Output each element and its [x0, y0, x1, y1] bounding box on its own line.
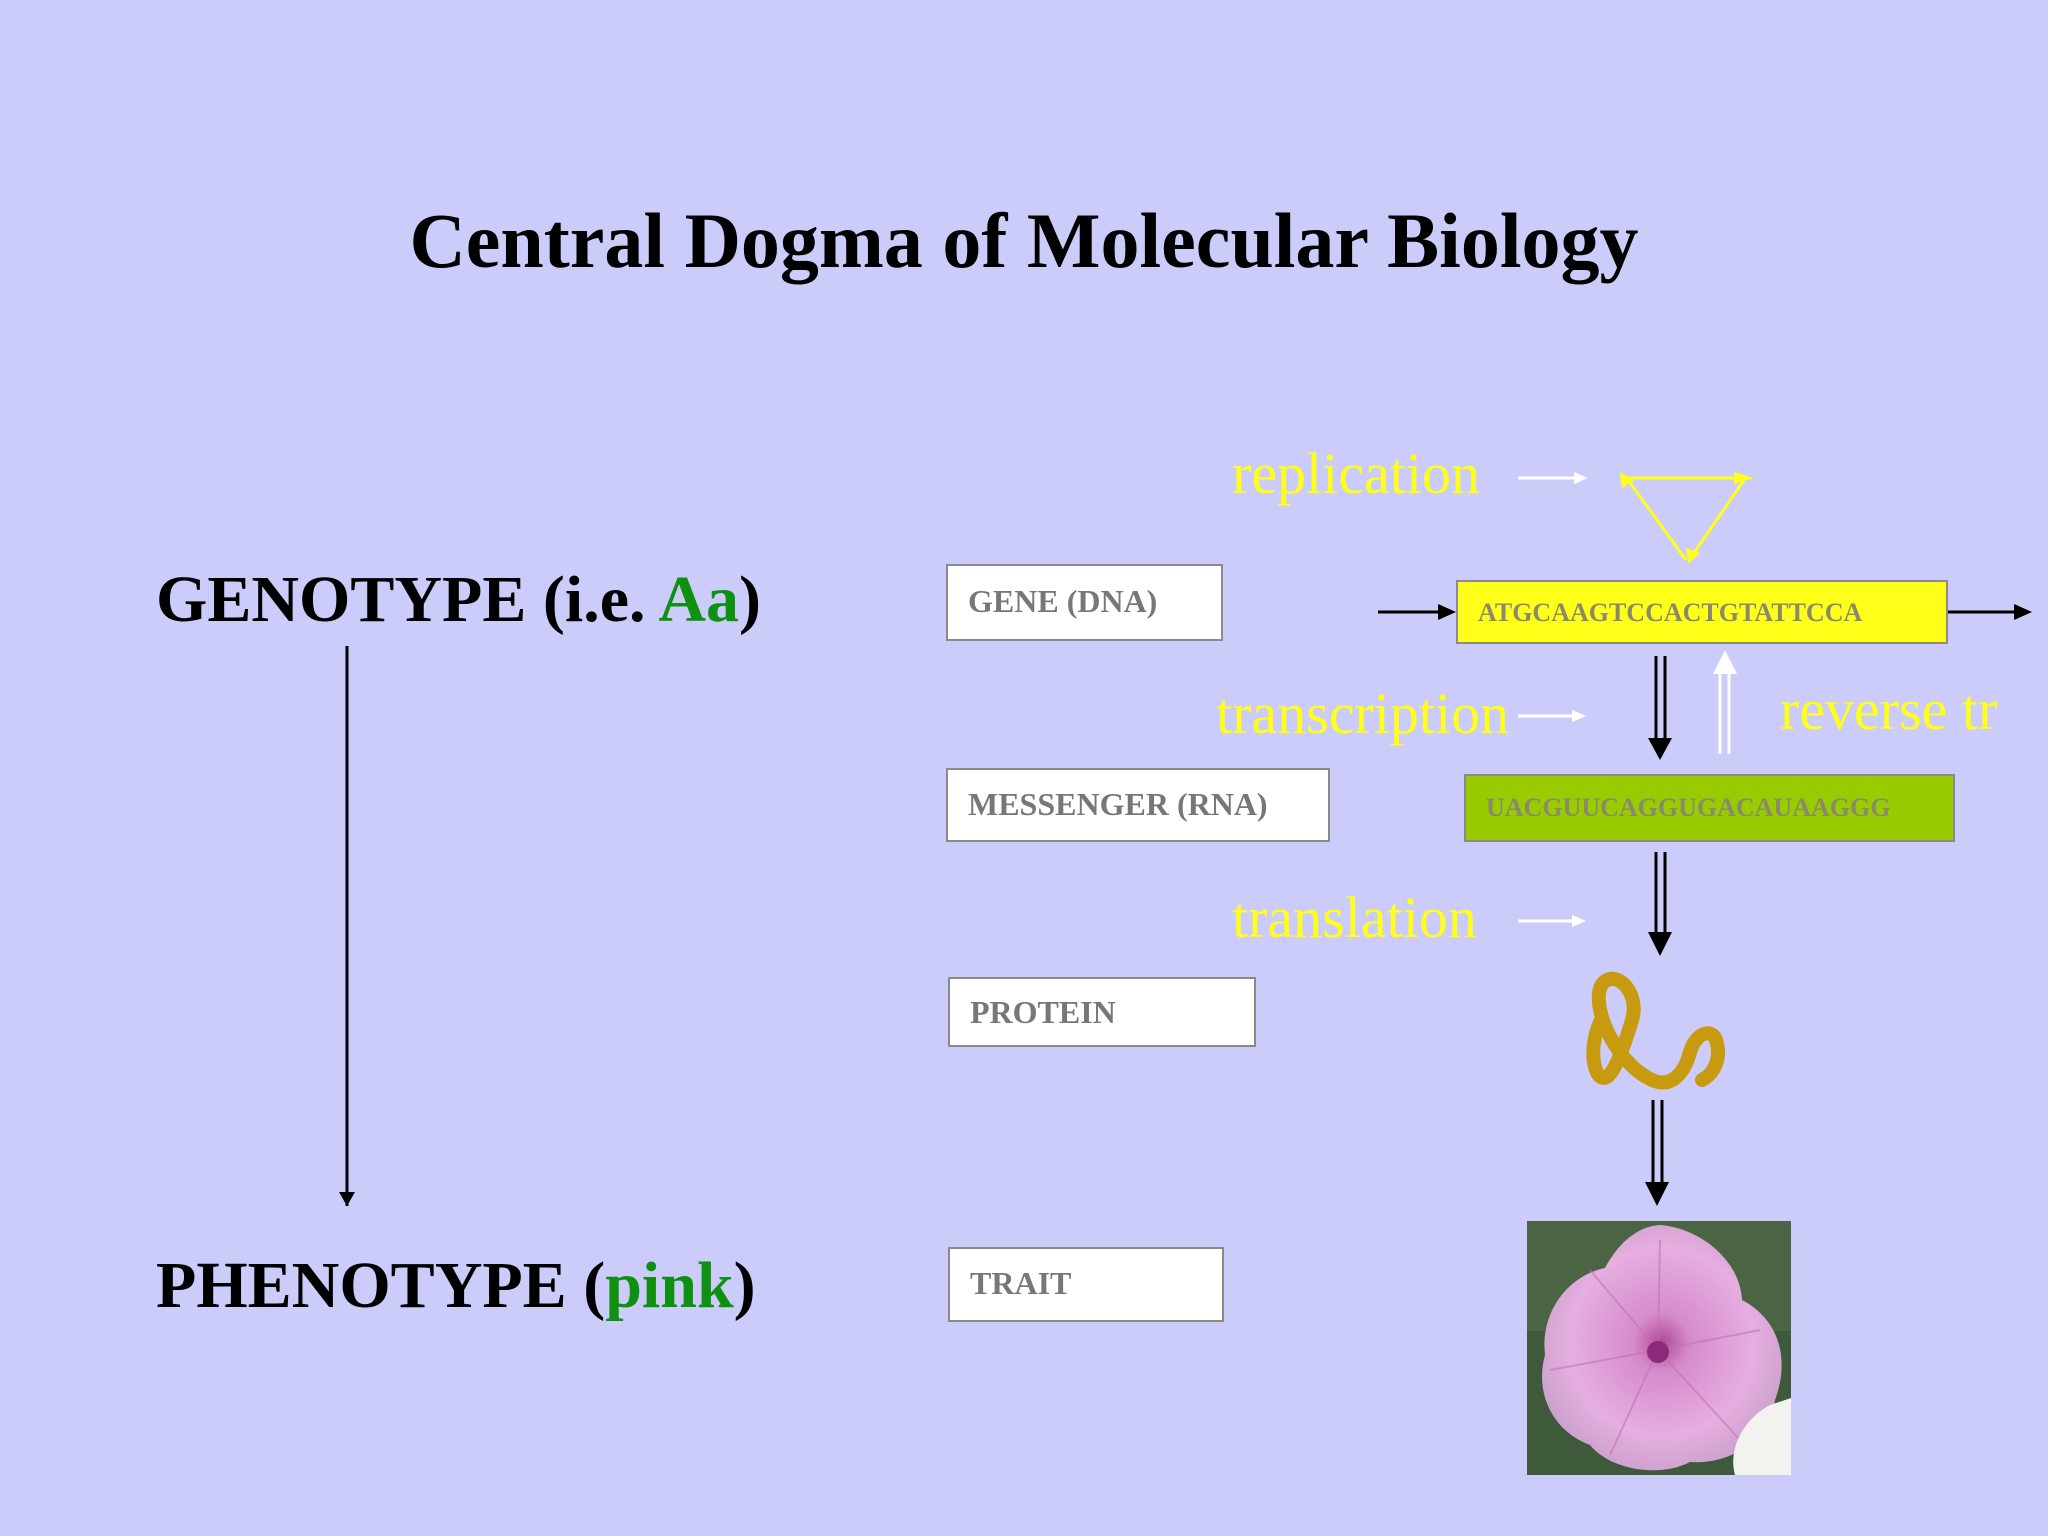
reverse-transcription-arrow — [1713, 650, 1737, 754]
phenotype-suffix: ) — [733, 1249, 756, 1322]
translation-arrow — [1648, 852, 1672, 956]
dna-incoming-arrow — [1378, 604, 1456, 620]
pink-flower-image — [1527, 1221, 1791, 1475]
reverse-transcription-label: reverse tr — [1780, 677, 1998, 742]
translation-label: translation — [1232, 885, 1477, 950]
translation-pointer-arrow — [1518, 915, 1586, 927]
dna-sequence-box: ATGCAAGTCCACTGTATTCCA — [1456, 580, 1948, 644]
messenger-rna-box: MESSENGER (RNA) — [946, 768, 1330, 842]
replication-triangle-arrows — [1620, 472, 1754, 564]
protein-to-trait-arrow — [1645, 1100, 1669, 1206]
dna-outgoing-arrow — [1948, 604, 2032, 620]
replication-label: replication — [1232, 441, 1481, 506]
phenotype-label: PHENOTYPE (pink) — [156, 1248, 756, 1324]
genotype-suffix: ) — [739, 563, 762, 636]
protein-squiggle-icon — [1586, 971, 1726, 1090]
gene-dna-box: GENE (DNA) — [946, 564, 1223, 641]
transcription-arrow — [1648, 656, 1672, 760]
replication-pointer-arrow — [1518, 472, 1588, 484]
genotype-to-phenotype-arrowhead — [339, 1192, 355, 1206]
rna-sequence-box: UACGUUCAGGUGACAUAAGGG — [1464, 774, 1955, 842]
transcription-pointer-arrow — [1518, 710, 1586, 722]
trait-box: TRAIT — [948, 1247, 1224, 1322]
phenotype-prefix: PHENOTYPE ( — [156, 1249, 606, 1322]
genotype-allele: Aa — [658, 563, 740, 636]
genotype-prefix: GENOTYPE (i.e. — [156, 563, 659, 636]
transcription-label: transcription — [1216, 681, 1510, 746]
protein-box: PROTEIN — [948, 977, 1256, 1047]
slide-title: Central Dogma of Molecular Biology — [409, 197, 1639, 284]
genotype-label: GENOTYPE (i.e. Aa) — [156, 562, 761, 638]
phenotype-color-word: pink — [605, 1249, 734, 1322]
